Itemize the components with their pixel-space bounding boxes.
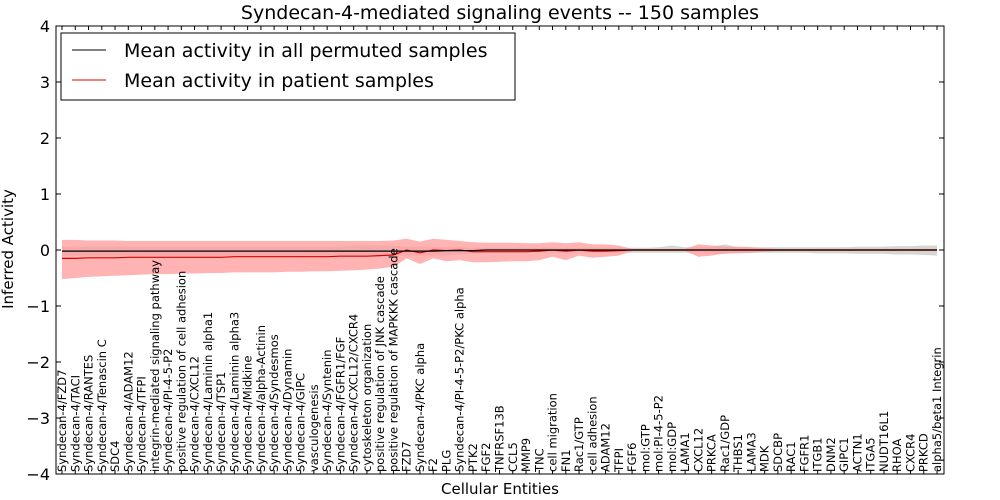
x-tick-label: ADAM12 bbox=[599, 423, 613, 472]
y-tick-label: 4 bbox=[40, 17, 50, 36]
y-tick-label: 0 bbox=[40, 241, 50, 260]
x-tick-label: MDK bbox=[758, 445, 772, 472]
x-tick-label: positive regulation of MAPKKK cascade bbox=[386, 248, 400, 472]
x-tick-label: PRKCD bbox=[917, 433, 931, 472]
y-tick-label: 2 bbox=[40, 129, 50, 148]
x-tick-label: ITGA5 bbox=[864, 437, 878, 472]
x-tick-label: TNC bbox=[532, 448, 546, 473]
x-tick-label: Syndecan-4/ADAM12 bbox=[121, 351, 135, 472]
y-tick-label: −4 bbox=[26, 465, 50, 484]
x-tick-label: positive regulation of cell adhesion bbox=[174, 271, 188, 472]
x-tick-label: TFPI bbox=[612, 448, 626, 473]
x-tick-label: Syndecan-4/Laminin alpha3 bbox=[227, 312, 241, 472]
x-tick-label: PRKCA bbox=[705, 434, 719, 472]
x-tick-label: RAC1 bbox=[784, 441, 798, 472]
x-tick-label: Syndecan-4/CXCL12/CXCR4 bbox=[347, 314, 361, 472]
x-axis-label: Cellular Entities bbox=[441, 480, 559, 498]
x-tick-label: CXCR4 bbox=[904, 434, 918, 472]
x-tick-label: NUDT16L1 bbox=[877, 411, 891, 472]
x-tick-label: mol:GTP bbox=[638, 424, 652, 472]
x-tick-label: SDC4 bbox=[108, 440, 122, 472]
x-tick-label: Syndecan-4/Tenascin C bbox=[95, 339, 109, 472]
x-tick-label: F2 bbox=[426, 458, 440, 472]
x-tick-label: GIPC1 bbox=[837, 437, 851, 472]
x-tick-label: Syndecan-4/TSP1 bbox=[214, 372, 228, 472]
y-tick-label: −2 bbox=[26, 353, 50, 372]
x-tick-label: CXCL12 bbox=[691, 428, 705, 472]
legend-label-permuted: Mean activity in all permuted samples bbox=[124, 40, 487, 62]
x-tick-label: cell adhesion bbox=[585, 396, 599, 472]
x-tick-label: Syndecan-4/PI-4-5-P2 bbox=[161, 349, 175, 472]
x-tick-label: alpha5/beta1 Integrin bbox=[930, 347, 944, 472]
x-tick-label: FGFR1 bbox=[797, 435, 811, 472]
x-tick-label: Syndecan-4/PI-4-5-P2/PKC alpha bbox=[453, 287, 467, 472]
x-tick-label: PTK2 bbox=[466, 443, 480, 472]
x-tick-label: ITGB1 bbox=[811, 437, 825, 472]
x-tick-label: FGF2 bbox=[479, 443, 493, 472]
x-tick-label: cell migration bbox=[546, 393, 560, 472]
x-tick-label: Syndecan-4/Dynamin bbox=[280, 349, 294, 472]
x-tick-label: positive regulation of JNK cascade bbox=[373, 276, 387, 472]
legend-box bbox=[60, 32, 516, 101]
x-tick-label: Syndecan-4/CXCL12 bbox=[188, 356, 202, 472]
x-tick-label: Syndecan-4/Midkine bbox=[241, 356, 255, 472]
x-tick-label: Syndecan-4/Syndesmos bbox=[267, 334, 281, 472]
x-tick-label: Syndecan-4/RANTES bbox=[82, 355, 96, 472]
permuted-mean-line bbox=[62, 249, 937, 252]
x-tick-label: cytoskeleton organization bbox=[360, 324, 374, 472]
y-tick-label: 1 bbox=[40, 185, 50, 204]
x-tick-label: DNM2 bbox=[824, 437, 838, 472]
x-tick-label: Syndecan-4/alpha-Actinin bbox=[254, 325, 268, 472]
x-tick-label: integrin-mediated signaling pathway bbox=[148, 260, 162, 472]
x-tick-label: CCL5 bbox=[506, 442, 520, 472]
x-tick-label: LAMA1 bbox=[678, 432, 692, 472]
y-tick-label: 3 bbox=[40, 73, 50, 92]
x-tick-label: Syndecan-4/Laminin alpha1 bbox=[201, 312, 215, 472]
x-tick-label: RHOA bbox=[890, 439, 904, 472]
x-tick-label: Rac1/GTP bbox=[572, 417, 586, 472]
y-tick-label: −3 bbox=[26, 409, 50, 428]
x-tick-label: mol:GDP bbox=[665, 422, 679, 472]
x-tick-label: THBS1 bbox=[731, 434, 745, 473]
x-tick-label: SDCBP bbox=[771, 433, 785, 472]
x-tick-label: Syndecan-4/FZD7 bbox=[55, 370, 69, 472]
legend: Mean activity in all permuted samples Me… bbox=[60, 32, 516, 101]
legend-label-patient: Mean activity in patient samples bbox=[124, 70, 434, 92]
x-tick-label: FGF6 bbox=[625, 443, 639, 472]
x-tick-label: MMP9 bbox=[519, 438, 533, 472]
x-tick-label: mol:PI-4-5-P2 bbox=[652, 395, 666, 472]
x-tick-label: Syndecan-4/PKC alpha bbox=[413, 343, 427, 472]
y-tick-label: −1 bbox=[26, 297, 50, 316]
patient-band bbox=[62, 238, 937, 280]
x-tick-label: PLG bbox=[440, 450, 454, 472]
x-tick-label: Syndecan-4/FGFR1/FGF bbox=[333, 337, 347, 472]
x-tick-label: FN1 bbox=[559, 449, 573, 472]
x-tick-label: Syndecan-4/Syntenin bbox=[320, 349, 334, 472]
x-tick-label: FZD7 bbox=[400, 441, 414, 472]
y-axis-label: Inferred Activity bbox=[0, 189, 17, 309]
x-tick-label: Syndecan-4/TFPI bbox=[135, 376, 149, 472]
x-tick-label: vasculogenesis bbox=[307, 384, 321, 472]
x-tick-label: Syndecan-4/GIPC bbox=[294, 373, 308, 472]
x-tick-label: LAMA3 bbox=[744, 432, 758, 472]
x-tick-label: TNFRSF13B bbox=[493, 405, 507, 473]
x-tick-label: ACTN1 bbox=[851, 433, 865, 472]
x-tick-label: Rac1/GDP bbox=[718, 415, 732, 472]
x-tick-label: Syndecan-4/TACI bbox=[68, 375, 82, 472]
chart-title: Syndecan-4-mediated signaling events -- … bbox=[241, 2, 759, 24]
